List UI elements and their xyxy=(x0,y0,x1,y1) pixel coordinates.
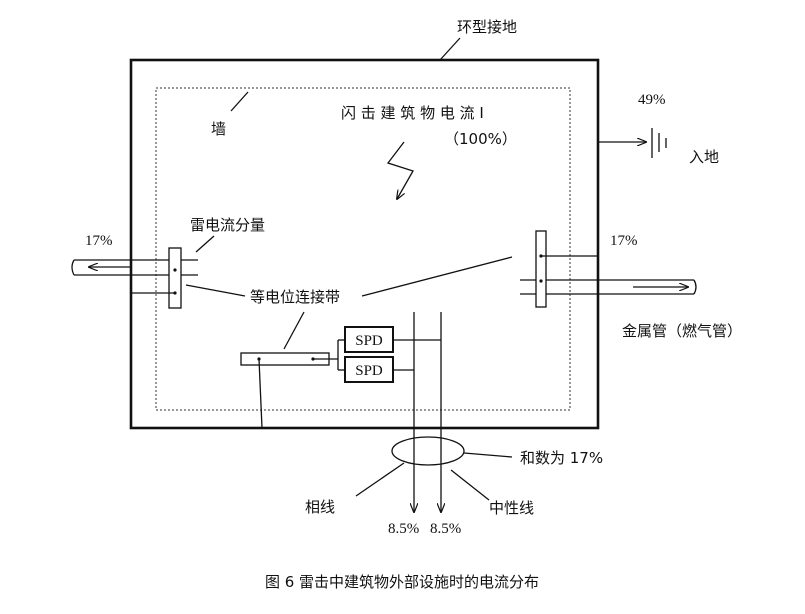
left-clamp xyxy=(168,247,182,309)
right-clamp-dot-2 xyxy=(539,279,543,283)
spd-top xyxy=(344,326,394,353)
spd-bottom xyxy=(344,356,394,383)
wall-label: 墙 xyxy=(211,120,226,138)
figure-caption: 图 6 雷击中建筑物外部设施时的电流分布 xyxy=(265,573,539,591)
left-clamp-dot xyxy=(173,291,177,295)
left-percent: 17% xyxy=(85,233,113,249)
sum-label: 和数为 17% xyxy=(520,449,603,467)
bonding-leader-left xyxy=(185,284,246,297)
phase-percent: 8.5% xyxy=(388,521,419,537)
bonding-leader-bar xyxy=(283,311,305,350)
phase-leader xyxy=(355,462,405,497)
shunt-leader xyxy=(195,235,215,253)
right-clamp-dot xyxy=(539,254,543,258)
right-percent: 17% xyxy=(610,233,638,249)
spd-bottom-label: SPD xyxy=(355,363,383,379)
neutral-label: 中性线 xyxy=(489,499,534,517)
sum-ellipse xyxy=(391,436,465,466)
bonding-ground-lead xyxy=(258,358,263,429)
sum-leader xyxy=(463,452,513,458)
left-pipe-end xyxy=(71,259,75,276)
bonding-bar-label: 等电位连接带 xyxy=(250,288,340,306)
phase-label: 相线 xyxy=(305,498,335,516)
spd-top-label: SPD xyxy=(355,333,383,349)
neutral-leader xyxy=(450,469,490,501)
left-clamp-dot-2 xyxy=(173,268,177,272)
building-outline xyxy=(129,58,600,430)
neutral-percent: 8.5% xyxy=(430,521,461,537)
right-pipe-end xyxy=(693,279,697,295)
strike-title: 闪 击 建 筑 物 电 流 I xyxy=(341,104,484,122)
right-clamp xyxy=(535,230,547,308)
ground-label: 入地 xyxy=(689,148,719,166)
shunt-label: 雷电流分量 xyxy=(190,216,265,234)
metal-pipe-label: 金属管（燃气管） xyxy=(622,322,742,340)
ground-percent: 49% xyxy=(638,92,666,108)
strike-percent: （100%） xyxy=(444,130,517,148)
bonding-leader-right xyxy=(361,256,513,297)
wall-leader xyxy=(230,91,249,112)
lightning-bolt-icon xyxy=(386,141,414,199)
ring-ground-label: 环型接地 xyxy=(457,18,517,36)
ring-ground-leader xyxy=(439,37,461,61)
